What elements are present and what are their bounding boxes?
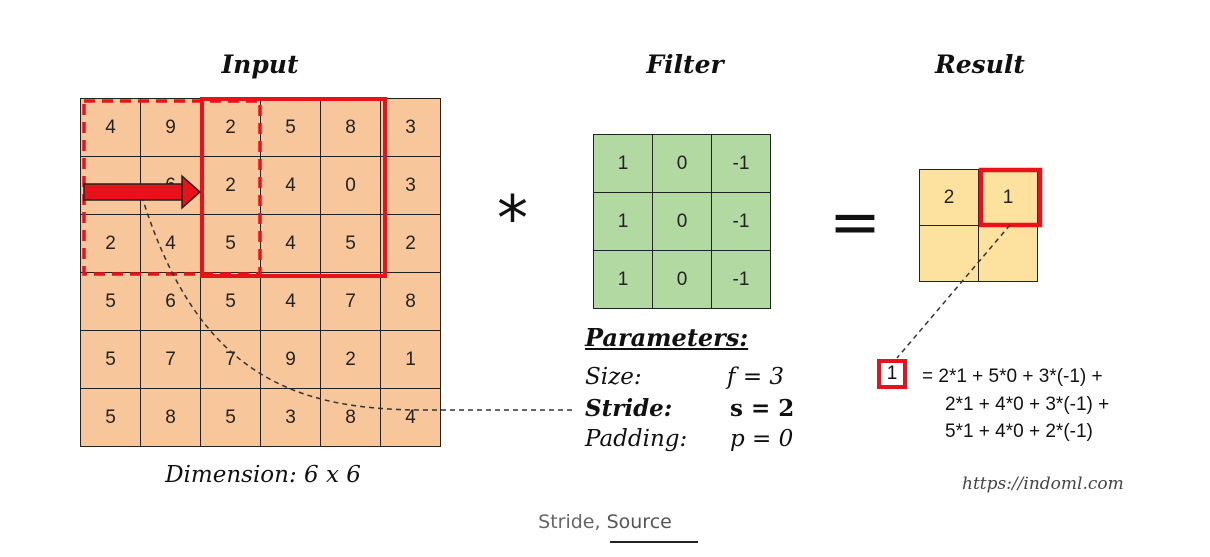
input-cell: 7: [140, 330, 201, 389]
stride-arrow-icon: [83, 174, 202, 210]
source-link-underline: [610, 541, 698, 543]
input-cell: 4: [380, 388, 441, 447]
filter-cell: -1: [711, 134, 771, 193]
filter-cell: 1: [593, 134, 653, 193]
input-cell: 8: [380, 272, 441, 331]
input-cell: 2: [380, 214, 441, 273]
input-cell: 2: [320, 330, 381, 389]
filter-cell: 0: [652, 250, 712, 309]
input-cell: 9: [140, 98, 201, 157]
input-cell: 3: [380, 98, 441, 157]
input-cell: 5: [320, 214, 381, 273]
filter-cell: 1: [593, 192, 653, 251]
stride-label: Stride:: [585, 395, 673, 422]
input-cell: 5: [80, 330, 141, 389]
input-cell: 8: [140, 388, 201, 447]
input-title: Input: [221, 50, 299, 79]
input-cell: 4: [260, 272, 321, 331]
filter-cell: -1: [711, 192, 771, 251]
filter-cell: -1: [711, 250, 771, 309]
input-cell: 5: [200, 388, 261, 447]
dimension-label: Dimension: 6 x 6: [165, 462, 361, 488]
result-cell: [919, 225, 979, 282]
previous-window-dashed-box: [82, 99, 262, 276]
stride-leader-line: [142, 199, 572, 411]
result-highlight-box: [978, 167, 1043, 228]
figure-caption: Stride, Source: [0, 511, 1210, 533]
input-cell: 2: [80, 214, 141, 273]
input-cell: 3: [260, 388, 321, 447]
input-cell: 7: [320, 272, 381, 331]
padding-value: p = 0: [730, 426, 794, 452]
equation-line-2: 2*1 + 4*0 + 3*(-1) +: [945, 394, 1110, 415]
size-value: f = 3: [727, 364, 785, 390]
equation-value-box: 1: [877, 359, 907, 389]
input-cell: 2: [200, 156, 261, 215]
current-window-box: [200, 97, 387, 278]
input-cell: 4: [260, 214, 321, 273]
input-cell: 5: [260, 98, 321, 157]
input-cell: 3: [380, 156, 441, 215]
equals-operator: =: [829, 185, 881, 258]
input-cell: 1: [380, 330, 441, 389]
input-cell: 6: [140, 272, 201, 331]
filter-cell: 0: [652, 192, 712, 251]
stride-value: s = 2: [730, 395, 795, 422]
parameters-heading: Parameters:: [585, 323, 749, 352]
size-label: Size:: [585, 364, 642, 390]
result-leader-line: [896, 224, 1011, 359]
filter-cell: 1: [593, 250, 653, 309]
credit-url: https://indoml.com: [962, 474, 1124, 494]
padding-label: Padding:: [585, 426, 688, 452]
input-cell: 5: [80, 272, 141, 331]
source-link[interactable]: Source: [606, 511, 672, 533]
input-cell: 8: [320, 98, 381, 157]
input-cell: 5: [200, 272, 261, 331]
input-cell: 4: [260, 156, 321, 215]
result-title: Result: [935, 50, 1025, 79]
caption-text: Stride,: [538, 511, 601, 533]
filter-title: Filter: [646, 50, 724, 79]
equation-line-3: 5*1 + 4*0 + 2*(-1): [945, 421, 1093, 442]
convolution-operator: *: [497, 182, 528, 255]
input-cell: 2: [200, 98, 261, 157]
equation-line-1: = 2*1 + 5*0 + 3*(-1) +: [922, 366, 1103, 387]
input-cell: 0: [320, 156, 381, 215]
input-cell: 7: [200, 330, 261, 389]
